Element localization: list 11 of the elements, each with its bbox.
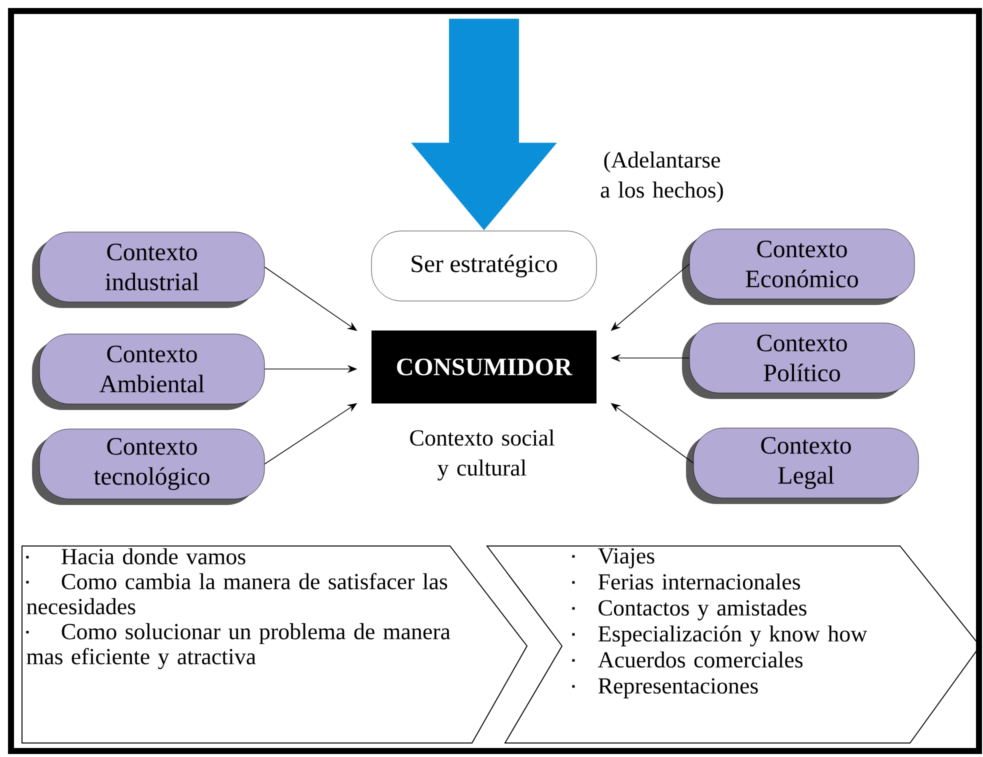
strategy-pill: Ser estratégico	[371, 230, 597, 302]
note-text: (Adelantarse a los hechos)	[600, 152, 723, 202]
context-pill: Contexto Legal	[686, 428, 919, 504]
context-pill: Contexto industrial	[32, 232, 265, 308]
context-pill: Contexto Ambiental	[32, 334, 265, 410]
context-pill: Contexto Político	[682, 322, 915, 399]
consumer-box: CONSUMIDOR	[372, 330, 596, 404]
pentagon-panel: Hacia donde vamos Como cambia la manera de satisfacer las necesidades Como solucionar un problema de manera mas eficiente y atractiva	[22, 546, 528, 744]
context-pill: Contexto Económico	[682, 228, 915, 305]
note-text: Contexto social y cultural	[410, 430, 554, 480]
context-pill: Contexto tecnológico	[32, 428, 265, 505]
